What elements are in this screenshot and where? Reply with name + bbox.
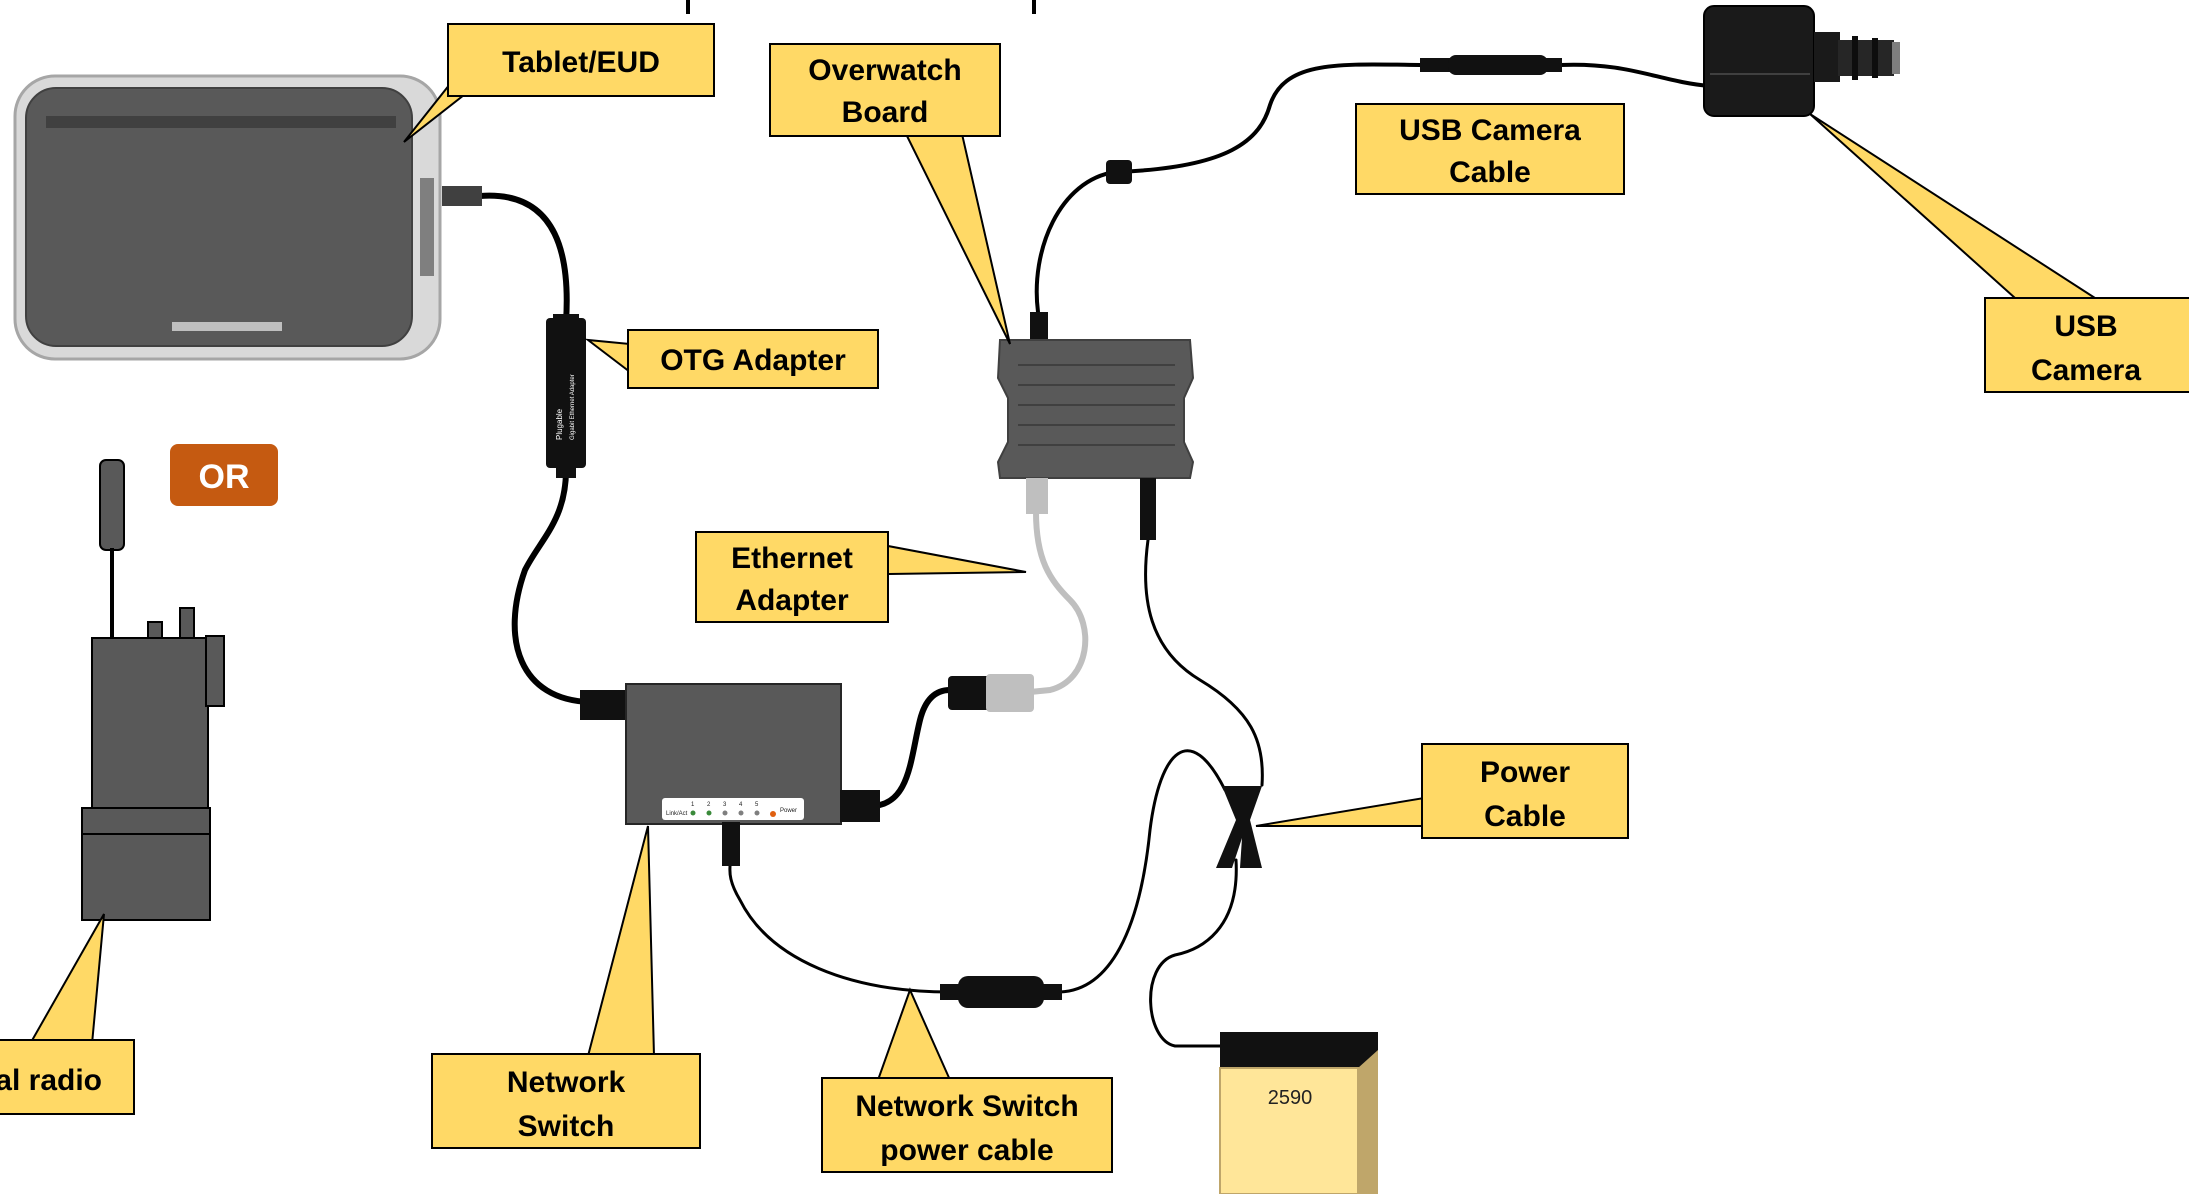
switch-port-labels: 1 2 3 4 5 Link/Act Power [666,802,797,817]
switch-callout: Network Switch [431,1053,701,1149]
overwatch-callout-pointer [904,133,1011,345]
switch-power-label-line2: power cable [880,1134,1053,1167]
usb-camera-icon [1703,5,1900,117]
otg-ethernet-cable [511,467,593,705]
or-text: OR [199,458,250,496]
battery-icon: 2590 [1219,1032,1378,1195]
switch-link-label: Link/Act [666,811,688,817]
ethernet-label-line1: Ethernet [731,542,853,575]
switch-port-2: 2 [707,802,711,808]
ethernet-connector-icon [948,674,1034,712]
usb-cable-label-line2: Cable [1449,156,1531,189]
switch-port-3: 3 [723,802,727,808]
power-splitter-icon [1216,786,1262,868]
splitter-to-switch-power [1058,749,1227,994]
ethernet-callout: Ethernet Adapter [695,531,889,623]
usb-camera-label-line2: Camera [2031,354,2141,387]
or-badge: OR [170,444,278,506]
overwatch-usb-cable [1034,62,1422,314]
switch-ethernet-cable [867,687,953,809]
overwatch-label-line1: Overwatch [808,54,961,87]
ethernet-adapter-cable [1027,509,1089,695]
radio-callout: al radio [0,1039,135,1115]
splitter-to-battery-cable [1149,858,1238,1048]
switch-power-cable [728,864,952,994]
switch-label-line1: Network [507,1066,626,1099]
usb-cable-connector-icon [1106,55,1562,184]
power-brick-icon [940,976,1062,1008]
power-callout-pointer [1255,796,1425,827]
battery-model-text: 2590 [1268,1087,1313,1109]
overwatch-power-cable [1144,538,1264,787]
radio-callout-pointer [28,913,105,1045]
otg-model-text: Gigabit Ethernet Adapter [570,374,576,440]
switch-callout-pointer [586,825,656,1057]
power-label-line1: Power [1480,756,1570,789]
handheld-radio-icon [81,459,225,921]
otg-brand-text: Plugable [555,408,564,440]
usb-camera-callout-pointer [1809,113,2099,299]
switch-power-label: Power [780,808,797,814]
switch-port-1: 1 [691,802,695,808]
tablet-callout: Tablet/EUD [447,23,715,97]
otg-callout-pointer [584,338,631,375]
power-label-line2: Cable [1484,800,1566,833]
otg-label: OTG Adapter [660,344,846,377]
switch-label-line2: Switch [518,1110,615,1143]
ethernet-label-line2: Adapter [735,584,849,617]
radio-label: al radio [0,1064,102,1097]
switch-power-label-line1: Network Switch [855,1090,1078,1123]
usb-cable-label-line1: USB Camera [1399,114,1581,147]
camera-usb-cable [1558,62,1712,88]
overwatch-label-line2: Board [842,96,929,129]
cables [477,62,1712,1048]
overwatch-board-icon [996,312,1195,540]
otg-callout: OTG Adapter [627,329,879,389]
switch-port-5: 5 [755,802,759,808]
otg-adapter-icon: Plugable Gigabit Ethernet Adapter [546,314,586,478]
tablet-usb-cable [477,192,570,325]
switch-power-callout-pointer [876,987,952,1081]
power-callout: Power Cable [1421,743,1629,839]
ethernet-callout-pointer [887,544,1027,576]
switch-port-4: 4 [739,802,743,808]
usb-camera-label-line1: USB [2054,310,2117,343]
tablet-icon [13,74,482,361]
usb-camera-callout: USB Camera [1984,297,2189,393]
network-switch-icon: 1 2 3 4 5 Link/Act Power [580,683,880,866]
switch-power-callout: Network Switch power cable [821,1077,1113,1173]
overwatch-callout: Overwatch Board [769,43,1001,137]
tablet-label: Tablet/EUD [502,46,660,79]
usb-cable-callout: USB Camera Cable [1355,103,1625,195]
